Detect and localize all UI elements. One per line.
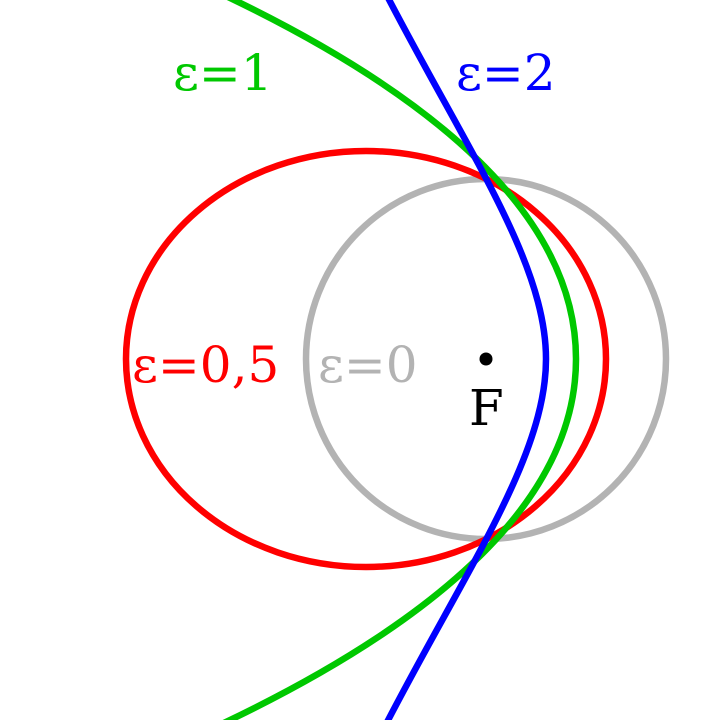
label-eccentricity-2: ε=2: [456, 44, 556, 102]
label-eccentricity-1: ε=1: [173, 44, 273, 102]
curve-eccentricity-2: [384, 0, 550, 720]
label-eccentricity-0.5: ε=0,5: [132, 336, 279, 394]
curve-eccentricity-1: [222, 0, 580, 720]
focus-label: F: [469, 379, 504, 437]
label-eccentricity-0: ε=0: [318, 336, 418, 394]
curve-eccentricity-0: [302, 175, 670, 543]
focus-point: [479, 352, 493, 366]
